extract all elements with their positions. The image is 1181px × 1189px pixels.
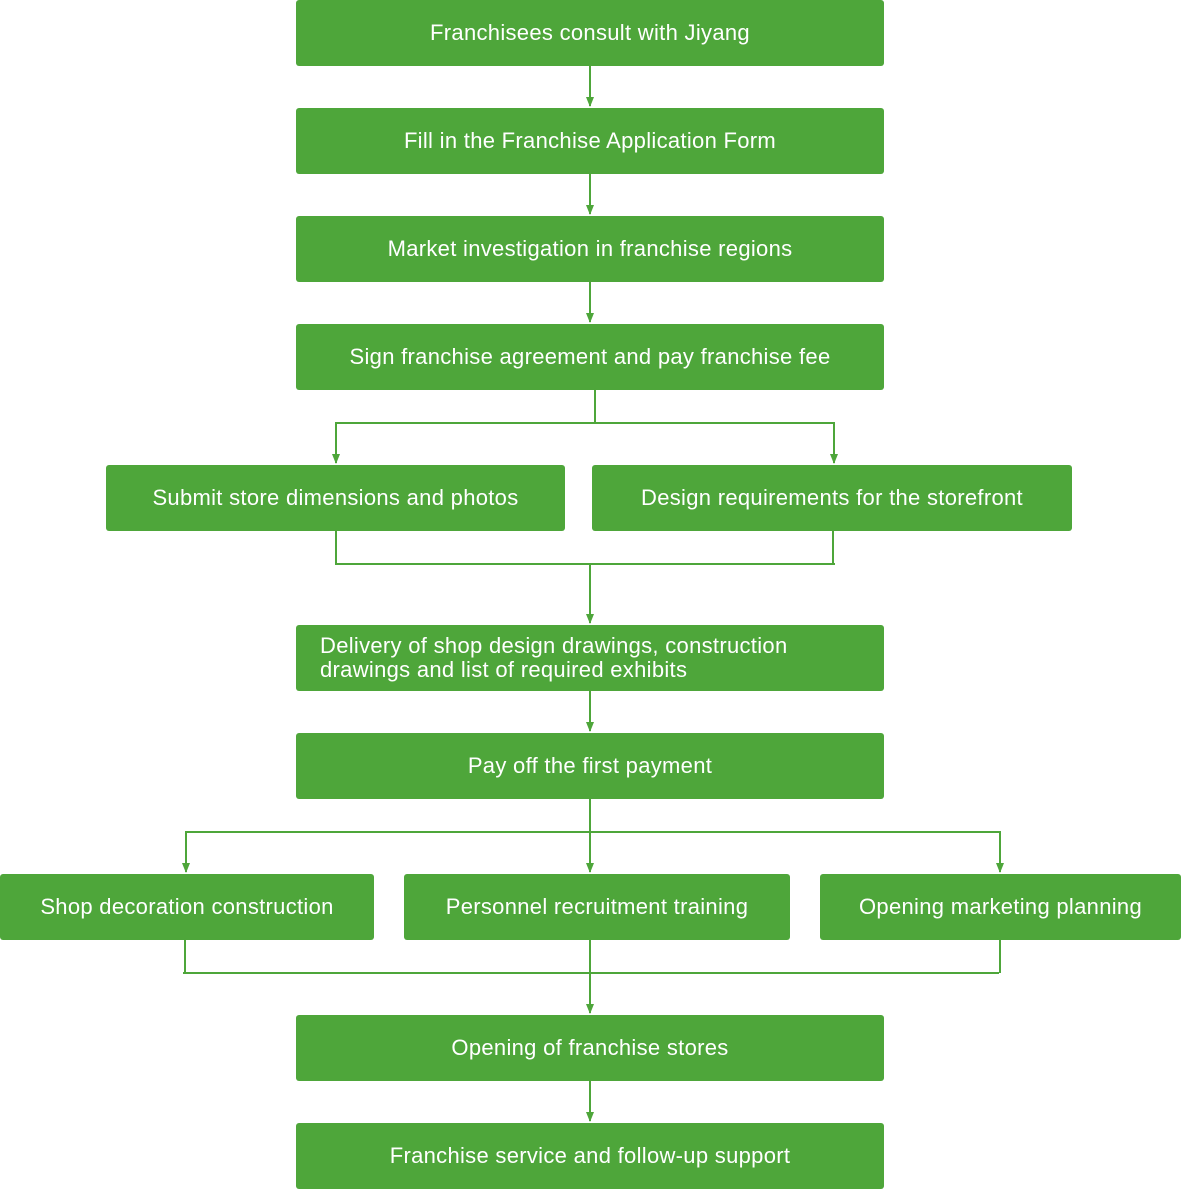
step-personnel-training: Personnel recruitment training	[404, 874, 790, 940]
step-decoration-construction: Shop decoration construction	[0, 874, 374, 940]
step-follow-up-support: Franchise service and follow-up support	[296, 1123, 884, 1189]
step-decoration-construction-label: Shop decoration construction	[40, 894, 334, 919]
step-sign-agreement-label: Sign franchise agreement and pay franchi…	[349, 344, 831, 369]
step-consult: Franchisees consult with Jiyang	[296, 0, 884, 66]
step-follow-up-support-label: Franchise service and follow-up support	[389, 1143, 791, 1168]
step-personnel-training-label: Personnel recruitment training	[445, 894, 749, 919]
step-opening-stores: Opening of franchise stores	[296, 1015, 884, 1081]
step-delivery-drawings-label: Delivery of shop design drawings, constr…	[320, 633, 788, 682]
step-sign-agreement: Sign franchise agreement and pay franchi…	[296, 324, 884, 390]
step-application-form-label: Fill in the Franchise Application Form	[403, 128, 777, 153]
step-market-investigation-label: Market investigation in franchise region…	[387, 236, 793, 261]
step-submit-dimensions-label: Submit store dimensions and photos	[152, 485, 519, 510]
step-market-investigation: Market investigation in franchise region…	[296, 216, 884, 282]
step-delivery-drawings: Delivery of shop design drawings, constr…	[296, 625, 884, 691]
step-marketing-planning: Opening marketing planning	[820, 874, 1181, 940]
step-submit-dimensions: Submit store dimensions and photos	[106, 465, 565, 531]
step-marketing-planning-label: Opening marketing planning	[859, 894, 1142, 919]
step-design-requirements: Design requirements for the storefront	[592, 465, 1072, 531]
step-consult-label: Franchisees consult with Jiyang	[430, 20, 750, 45]
step-application-form: Fill in the Franchise Application Form	[296, 108, 884, 174]
step-design-requirements-label: Design requirements for the storefront	[641, 485, 1023, 510]
step-first-payment: Pay off the first payment	[296, 733, 884, 799]
step-first-payment-label: Pay off the first payment	[467, 753, 713, 778]
step-opening-stores-label: Opening of franchise stores	[451, 1035, 729, 1060]
